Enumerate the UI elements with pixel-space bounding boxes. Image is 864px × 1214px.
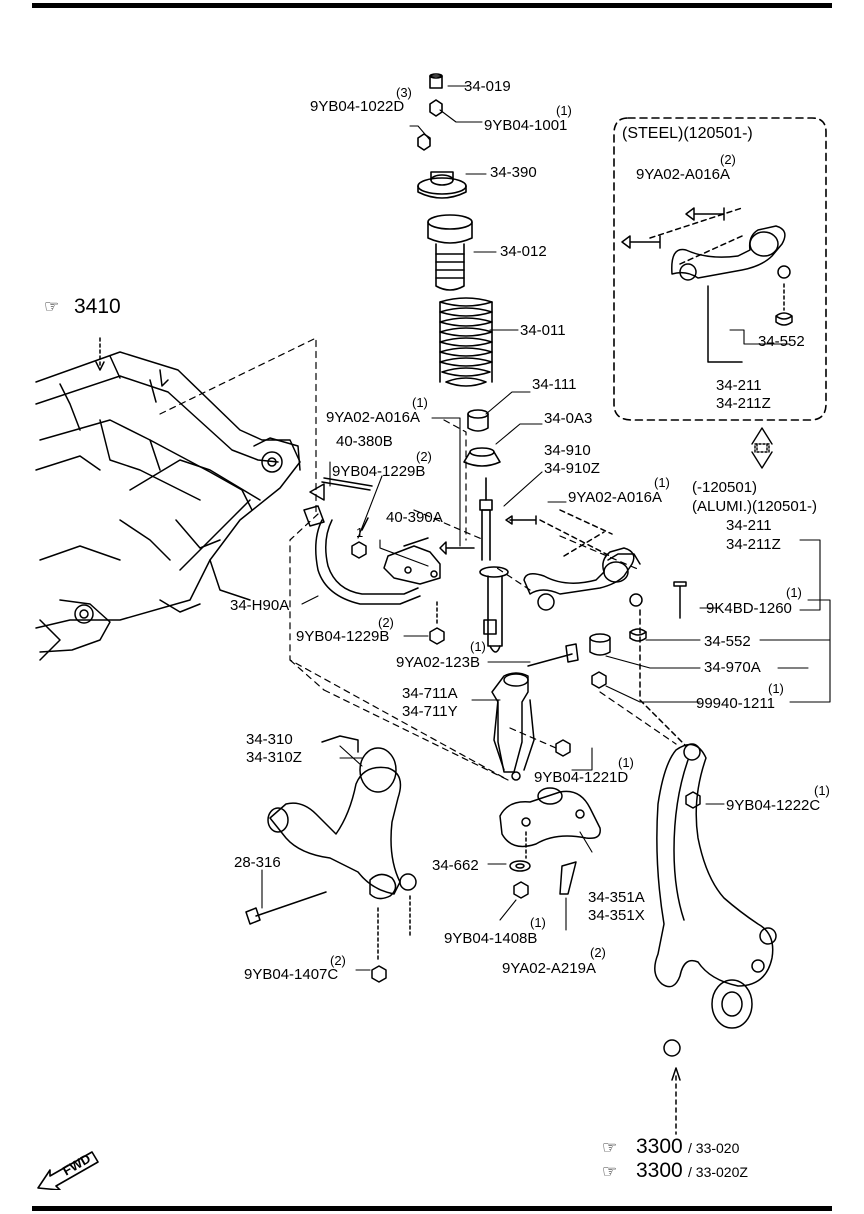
- part-34-111: 34-111: [532, 376, 577, 393]
- part-34-019: 34-019: [464, 78, 511, 95]
- part-34-h90a: 34-H90A: [230, 597, 290, 614]
- alumi-note-date: (-120501): [692, 479, 758, 496]
- qty-9yb04-1222c: (1): [814, 783, 830, 798]
- part-34-211z-alumi: 34-211Z: [726, 536, 781, 553]
- hand-pointer-icon: ☞: [602, 1162, 618, 1181]
- qty-9ya02-a016a-steel: (2): [720, 152, 736, 167]
- part-9ya02-a016a-steel: 9YA02-A016A: [636, 166, 730, 183]
- forward-arrow-icon: [37, 1151, 99, 1190]
- qty-9yb04-1022d: (3): [396, 85, 412, 100]
- part-9ya02-a016a-upper: 9YA02-A016A: [326, 409, 420, 426]
- lower-ball-joint: [499, 787, 601, 899]
- alumi-note-title: (ALUMI.)(120501-): [692, 498, 818, 515]
- part-34-910z: 34-910Z: [544, 460, 600, 477]
- part-9yb04-1001: 9YB04-1001: [484, 117, 568, 134]
- ref-3300-b[interactable]: 3300: [636, 1159, 683, 1182]
- part-34-0a3: 34-0A3: [544, 410, 593, 427]
- part-9yb04-1022d: 9YB04-1022D: [310, 98, 405, 115]
- part-9yb04-1221d: 9YB04-1221D: [534, 769, 629, 786]
- qty-9ya02-a219a: (2): [590, 945, 606, 960]
- qty-link-nut: 1: [356, 525, 364, 540]
- bottom-rule: [32, 1206, 832, 1211]
- steering-knuckle: [654, 743, 777, 1135]
- qty-9yb04-1407c: (2): [330, 953, 346, 968]
- part-40-390a: 40-390A: [386, 509, 443, 526]
- part-34-711a: 34-711A: [402, 685, 458, 702]
- steel-variant-frame: [613, 117, 827, 421]
- qty-9ya02-123b: (1): [470, 639, 486, 654]
- part-9yb04-1407c: 9YB04-1407C: [244, 966, 339, 983]
- part-9k4bd-1260: 9K4BD-1260: [706, 600, 792, 617]
- part-34-662: 34-662: [432, 857, 479, 874]
- part-9ya02-123b: 9YA02-123B: [396, 654, 480, 671]
- assembly-guides: [159, 337, 677, 781]
- qty-9yb04-1229b-upper: (2): [416, 449, 432, 464]
- qty-9ya02-a016a-upper: (1): [412, 395, 428, 410]
- ref-3410[interactable]: 3410: [74, 295, 121, 318]
- qty-9yb04-1001: (1): [556, 103, 572, 118]
- knuckle-upper-arm: [491, 643, 579, 781]
- qty-99940-1211: (1): [768, 681, 784, 696]
- hand-pointer-icon: ☞: [44, 297, 60, 316]
- hand-pointer-icon: ☞: [602, 1138, 618, 1157]
- part-34-211-alumi: 34-211: [726, 517, 772, 534]
- part-34-552-alumi: 34-552: [704, 633, 751, 650]
- part-9ya02-a016a-mid: 9YA02-A016A: [568, 489, 662, 506]
- part-34-011: 34-011: [520, 322, 566, 339]
- part-34-351x: 34-351X: [588, 907, 645, 924]
- part-34-970a: 34-970A: [704, 659, 761, 676]
- qty-9ya02-a016a-mid: (1): [654, 475, 670, 490]
- part-34-310: 34-310: [246, 731, 293, 748]
- part-99940-1211: 99940-1211: [696, 695, 775, 712]
- ref-3300-a[interactable]: 3300: [636, 1135, 683, 1158]
- lower-control-arm: [245, 735, 417, 983]
- part-9yb04-1229b-upper: 9YB04-1229B: [332, 463, 426, 480]
- part-28-316: 28-316: [234, 854, 281, 871]
- top-rule: [32, 3, 832, 8]
- qty-9yb04-1408b: (1): [530, 915, 546, 930]
- part-34-211-steel: 34-211: [716, 377, 762, 394]
- part-34-351a: 34-351A: [588, 889, 645, 906]
- part-34-310z: 34-310Z: [246, 749, 302, 766]
- front-crossmember: [35, 337, 301, 661]
- part-9yb04-1408b: 9YB04-1408B: [444, 930, 538, 947]
- upper-arm-alumi: [439, 509, 687, 747]
- part-9ya02-a219a: 9YA02-A219A: [502, 960, 596, 977]
- strut-stack: [417, 73, 509, 653]
- qty-9yb04-1229b-lower: (2): [378, 615, 394, 630]
- part-34-012: 34-012: [500, 243, 547, 260]
- part-34-711y: 34-711Y: [402, 703, 458, 720]
- part-34-910: 34-910: [544, 442, 591, 459]
- ref-3300-a-sub: / 33-020: [688, 1140, 740, 1156]
- part-9yb04-1229b-lower: 9YB04-1229B: [296, 628, 390, 645]
- ref-3300-b-sub: / 33-020Z: [688, 1164, 748, 1180]
- qty-9yb04-1221d: (1): [618, 755, 634, 770]
- part-34-552-steel: 34-552: [758, 333, 805, 350]
- part-34-211z-steel: 34-211Z: [716, 395, 771, 412]
- stabilizer-bar: [303, 477, 445, 645]
- part-34-390: 34-390: [490, 164, 537, 181]
- part-40-380b: 40-380B: [336, 433, 393, 450]
- upper-arm-steel: [621, 207, 793, 363]
- qty-9k4bd-1260: (1): [786, 585, 802, 600]
- leader-lines: [261, 85, 831, 971]
- steel-variant-title: (STEEL)(120501-): [622, 125, 753, 142]
- part-9yb04-1222c: 9YB04-1222C: [726, 797, 821, 814]
- swap-arrow-icon: [751, 427, 773, 469]
